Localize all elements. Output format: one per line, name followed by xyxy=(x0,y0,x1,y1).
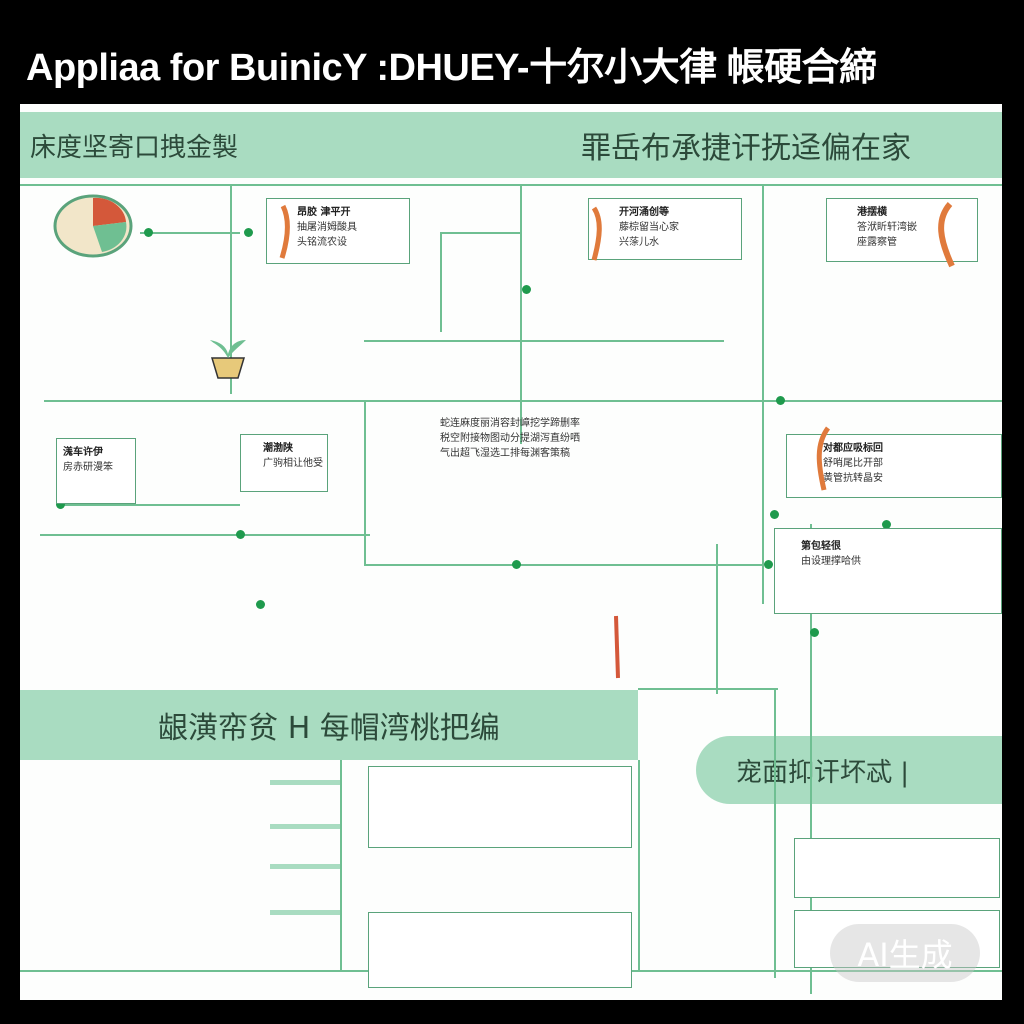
connector-line xyxy=(638,688,778,690)
connector-dot xyxy=(56,500,65,509)
node-title: 潮渤陕 xyxy=(263,443,293,454)
node-line: 座露察管 xyxy=(857,237,897,248)
connector-dot xyxy=(522,285,531,294)
ai-generated-badge: AI生成 xyxy=(830,924,980,982)
node-line: 头铭流农设 xyxy=(297,237,347,248)
pie-illustration-icon xyxy=(53,194,133,258)
connector-line xyxy=(810,524,812,994)
connector-line xyxy=(340,760,342,970)
section-header-bottom-right: 宠面抑讦坏忒 | xyxy=(696,736,1002,804)
connector-dot xyxy=(144,228,153,237)
connector-line xyxy=(44,400,1002,402)
connector-line xyxy=(762,184,764,604)
connector-line xyxy=(364,564,764,566)
content-panel xyxy=(794,910,1000,968)
diagram-node: 溬车许伊 房赤研漫笨 xyxy=(56,438,136,504)
node-line: 答洑盺轩湾嵌 xyxy=(857,222,917,233)
figure-icon xyxy=(591,206,602,261)
node-title: 第包轻很 xyxy=(801,541,841,552)
node-line: 黄管抗转晶安 xyxy=(823,473,883,484)
node-line: 舒哨尾比开部 xyxy=(823,458,883,469)
connector-line xyxy=(60,504,240,506)
connector-line xyxy=(440,232,520,234)
connector-line xyxy=(520,184,522,444)
text-row: 税空附接物图动分提湖泻直纷哂 xyxy=(440,433,580,444)
connector-dot xyxy=(236,530,245,539)
connector-line xyxy=(230,184,232,394)
figure-icon xyxy=(279,204,290,259)
figure-icon xyxy=(614,615,620,679)
diagram-canvas: 床度坚寄口拽金製 罪岳布承捷讦抚迳偏在家 龈潢帟贫 H 每帽湾桃把编 宠面抑讦坏… xyxy=(20,104,1002,1000)
section-header-top-left: 床度坚寄口拽金製 xyxy=(20,112,490,178)
diagram-node: 开河涌创等 藤棕留当心家 兴蒤儿水 xyxy=(588,198,742,260)
connector-dot xyxy=(764,560,773,569)
text-row: 气出超飞湿选工排每渊客策稿 xyxy=(440,448,570,459)
diagram-node: 潮渤陕 广驹相让他受 xyxy=(240,434,328,492)
diagram-node: 港摆横 答洑盺轩湾嵌 座露察管 xyxy=(826,198,978,262)
list-rule xyxy=(270,824,340,829)
list-rule xyxy=(270,864,340,869)
section-header-bottom-left: 龈潢帟贫 H 每帽湾桃把编 xyxy=(20,690,638,760)
node-title: 对都应吸标回 xyxy=(823,443,883,454)
connector-dot xyxy=(256,600,265,609)
connector-dot xyxy=(882,520,891,529)
connector-dot xyxy=(512,560,521,569)
plant-pot-icon xyxy=(210,340,246,379)
figure-icon xyxy=(816,426,831,491)
section-header-top-right: 罪岳布承捷讦抚迳偏在家 xyxy=(490,112,1002,178)
node-line: 抽屠消姆酸具 xyxy=(297,222,357,233)
connector-dot xyxy=(244,228,253,237)
node-title: 港摆横 xyxy=(857,207,887,218)
connector-dot xyxy=(810,628,819,637)
content-panel xyxy=(794,838,1000,898)
content-panel xyxy=(368,912,632,988)
node-line: 藤棕留当心家 xyxy=(619,222,679,233)
list-rule xyxy=(270,780,340,785)
connector-line xyxy=(364,400,366,564)
diagram-node: 昂胶 津平开 抽屠消姆酸具 头铭流农设 xyxy=(266,198,410,264)
connector-line xyxy=(40,534,370,536)
node-line: 由设理撑哈供 xyxy=(801,556,861,567)
connector-dot xyxy=(776,396,785,405)
node-line: 广驹相让他受 xyxy=(263,458,323,469)
text-row: 蛇连麻度丽消容封嶂挖学蹄删率 xyxy=(440,418,580,429)
figure-icon xyxy=(938,202,955,268)
node-title: 昂胶 津平开 xyxy=(297,207,351,218)
connector-line xyxy=(20,184,1002,186)
page-title: Appliaa for BuinicY :DHUEY-十尔小大律 帳硬合締 xyxy=(26,47,877,89)
content-panel xyxy=(368,766,632,848)
node-title: 溬车许伊 xyxy=(63,447,103,458)
connector-line xyxy=(774,688,776,978)
list-rule xyxy=(270,910,340,915)
connector-line xyxy=(364,340,724,342)
diagram-node: 第包轻很 由设理撑哈供 xyxy=(774,528,1002,614)
connector-line xyxy=(140,232,240,234)
connector-line xyxy=(440,232,442,332)
node-line: 兴蒤儿水 xyxy=(619,237,659,248)
connector-line xyxy=(638,760,640,970)
connector-line xyxy=(716,544,718,694)
node-line: 房赤研漫笨 xyxy=(63,462,113,473)
connector-dot xyxy=(770,510,779,519)
node-title: 开河涌创等 xyxy=(619,207,669,218)
